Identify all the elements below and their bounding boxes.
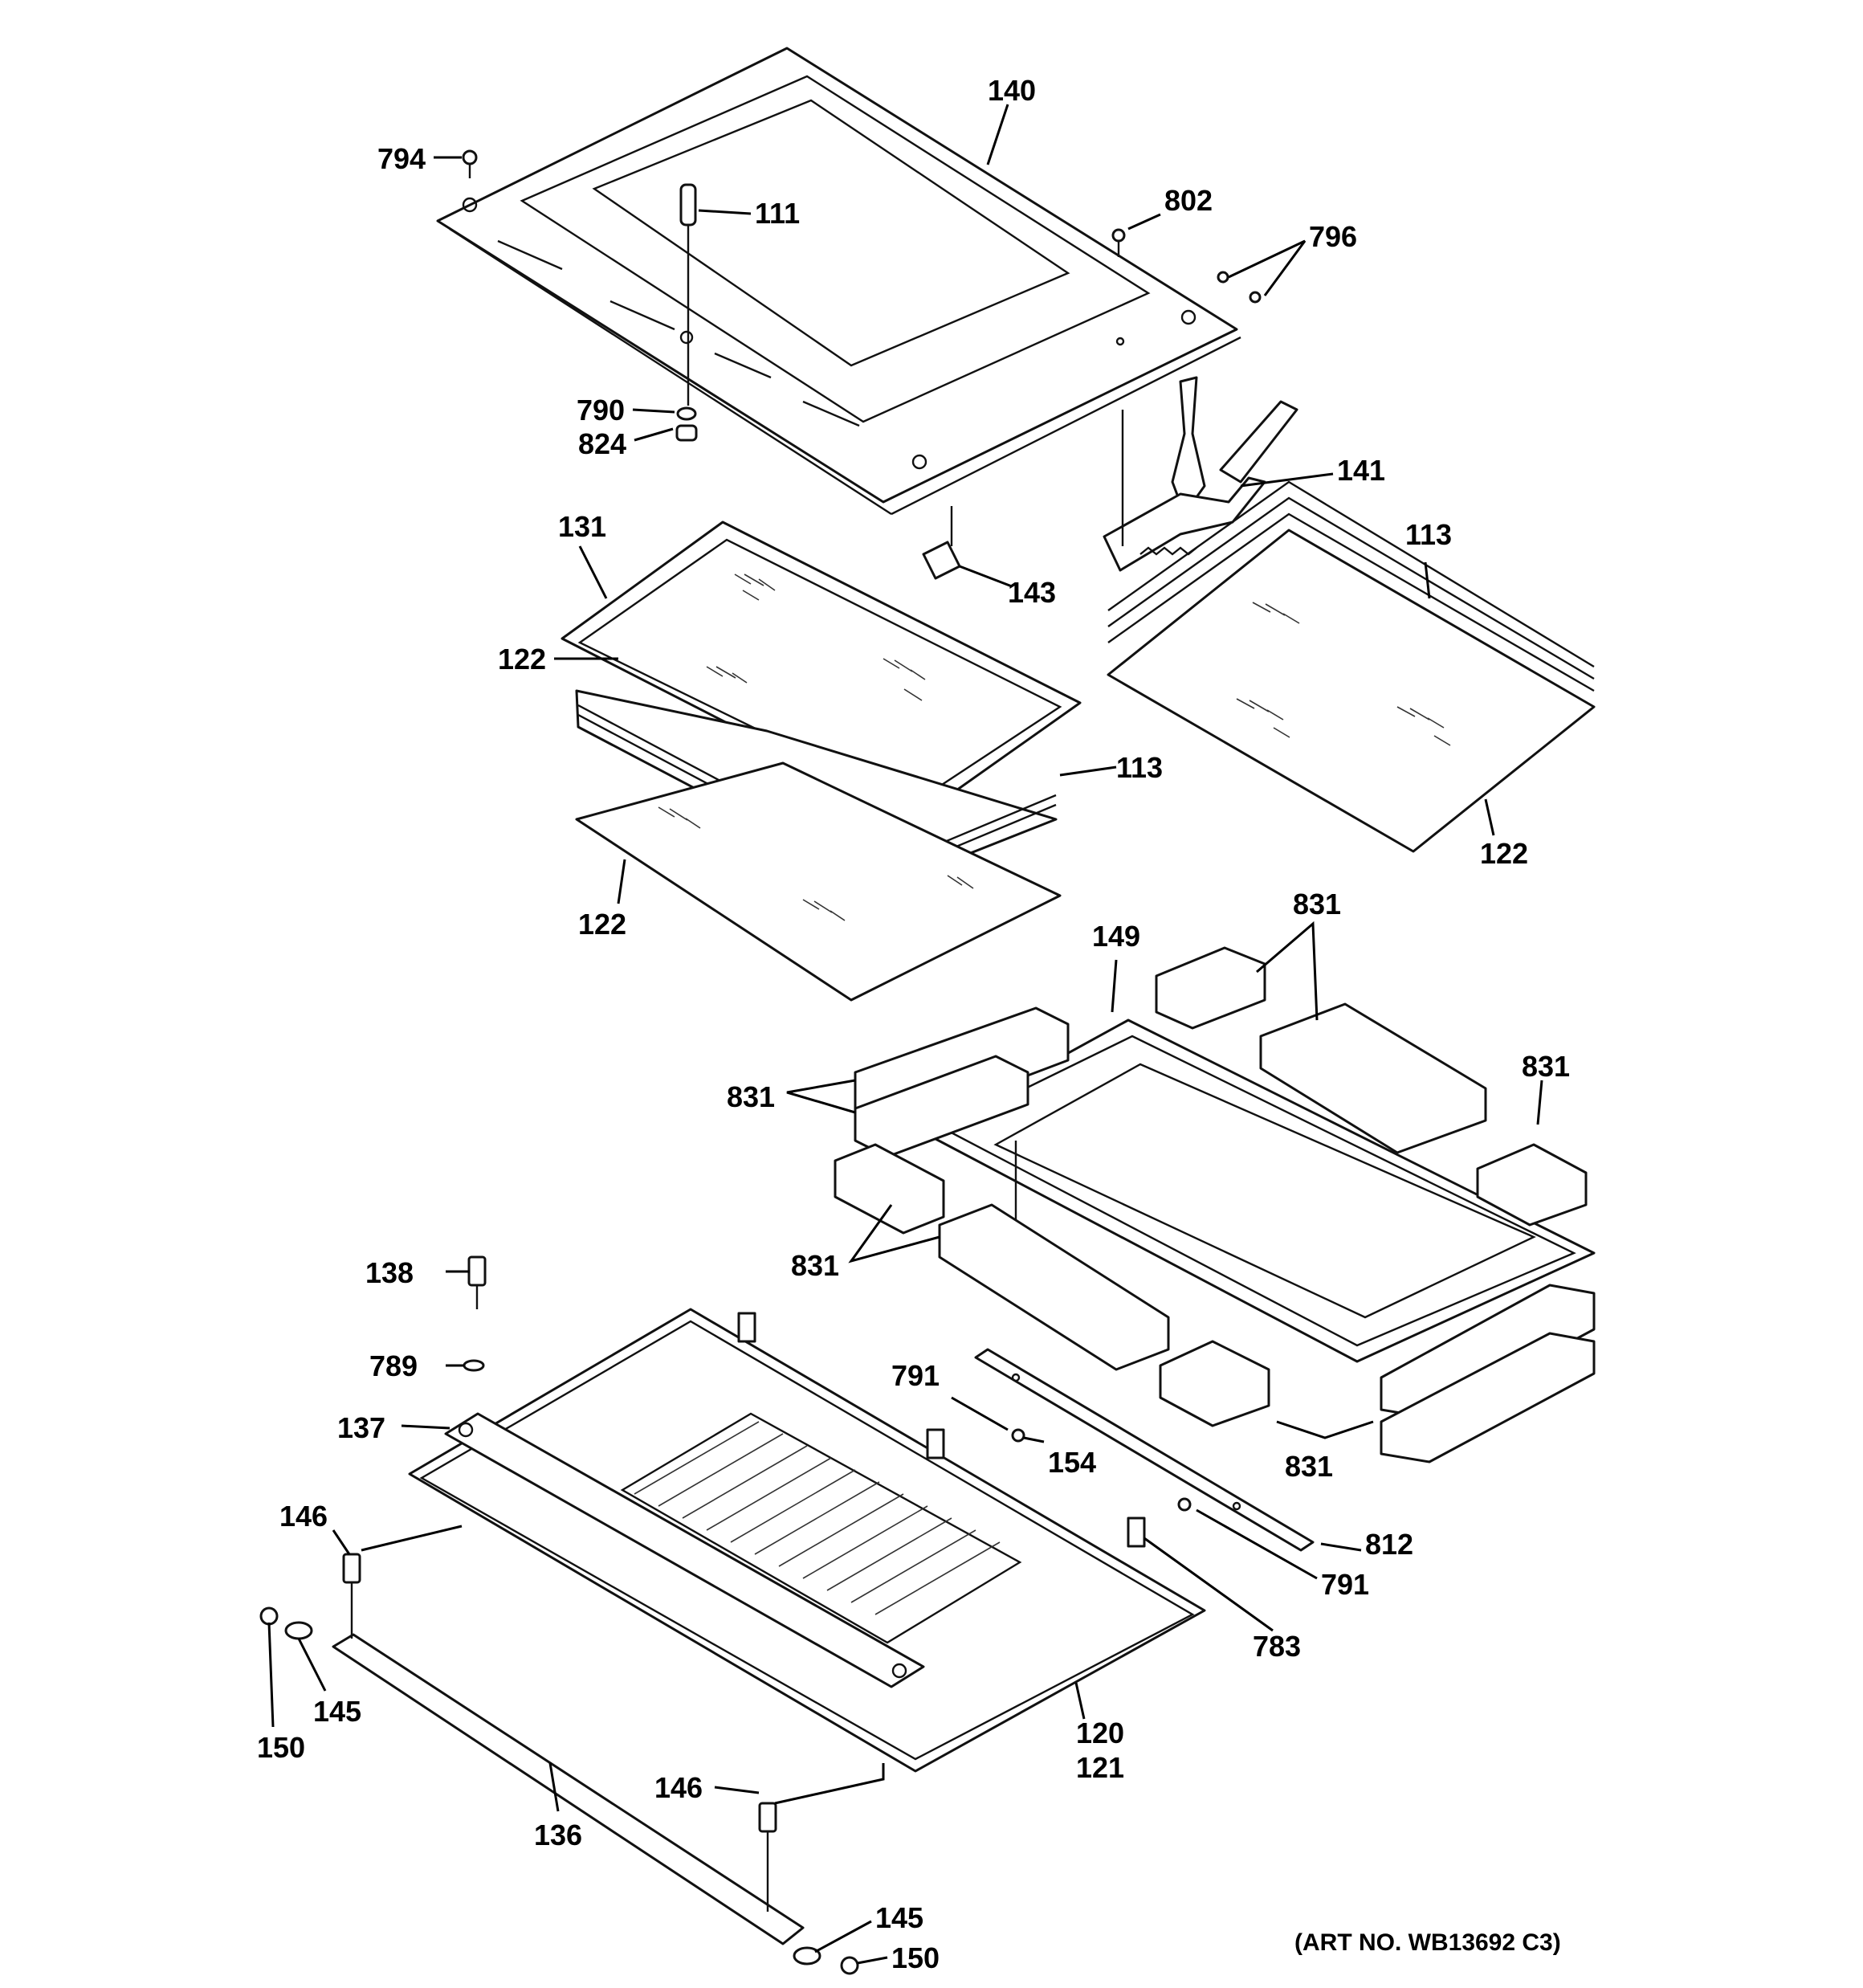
callout-149: 149 <box>1092 920 1140 953</box>
callout-140: 140 <box>988 74 1036 107</box>
bracket-812 <box>974 1348 1315 1552</box>
callout-122-left-top: 122 <box>498 643 546 676</box>
callout-831-left: 831 <box>727 1080 775 1113</box>
callout-794: 794 <box>377 142 426 175</box>
clip-143 <box>922 506 961 580</box>
window-pack-left <box>561 520 1082 1002</box>
callout-122-left-bottom: 122 <box>578 908 626 941</box>
callout-812: 812 <box>1365 1528 1413 1561</box>
stud-138 <box>463 1255 487 1372</box>
callout-145-left: 145 <box>313 1695 361 1728</box>
callout-138: 138 <box>365 1256 414 1289</box>
callout-145-bottom: 145 <box>875 1901 923 1934</box>
callout-831-lower-left: 831 <box>791 1249 839 1282</box>
callout-824: 824 <box>578 427 626 460</box>
rod-136 <box>259 1553 859 1975</box>
callout-783: 783 <box>1253 1630 1301 1663</box>
callout-143: 143 <box>1008 576 1056 609</box>
callout-831-bottom: 831 <box>1285 1450 1333 1483</box>
art-number: (ART NO. WB13692 C3) <box>1294 1929 1561 1956</box>
insulation-831 <box>834 946 1596 1463</box>
callout-791-top: 791 <box>891 1359 940 1392</box>
callout-146-left: 146 <box>279 1500 328 1533</box>
callout-120: 120 <box>1076 1717 1124 1749</box>
callout-791-bottom: 791 <box>1321 1568 1369 1601</box>
callout-141: 141 <box>1337 454 1385 487</box>
callout-150-left: 150 <box>257 1731 305 1764</box>
callout-113-right: 113 <box>1405 518 1452 551</box>
callout-796: 796 <box>1309 220 1357 253</box>
callout-136: 136 <box>534 1819 582 1851</box>
callout-122-right: 122 <box>1480 837 1528 870</box>
leader-lines <box>267 104 1543 1965</box>
callout-831-right: 831 <box>1522 1050 1570 1083</box>
strip-137 <box>444 1412 925 1688</box>
callout-789: 789 <box>369 1349 418 1382</box>
callout-113-left: 113 <box>1116 751 1163 784</box>
top-panel-140 <box>436 47 1262 516</box>
callout-831-top-right: 831 <box>1293 888 1341 921</box>
callout-146-bottom: 146 <box>654 1771 703 1804</box>
callout-111: 111 <box>755 197 800 230</box>
callout-121: 121 <box>1076 1751 1124 1784</box>
bottom-panel-120 <box>408 1308 1206 1773</box>
callout-790: 790 <box>577 394 625 427</box>
callout-154: 154 <box>1048 1446 1096 1479</box>
callout-131: 131 <box>558 510 606 543</box>
callout-150-bottom: 150 <box>891 1941 940 1974</box>
window-right <box>1107 480 1596 853</box>
callout-137: 137 <box>337 1411 385 1444</box>
callout-802: 802 <box>1164 184 1213 217</box>
hinge-141 <box>1103 376 1298 572</box>
callout-labels: 140 794 111 802 796 790 824 141 131 143 … <box>257 74 1570 1974</box>
